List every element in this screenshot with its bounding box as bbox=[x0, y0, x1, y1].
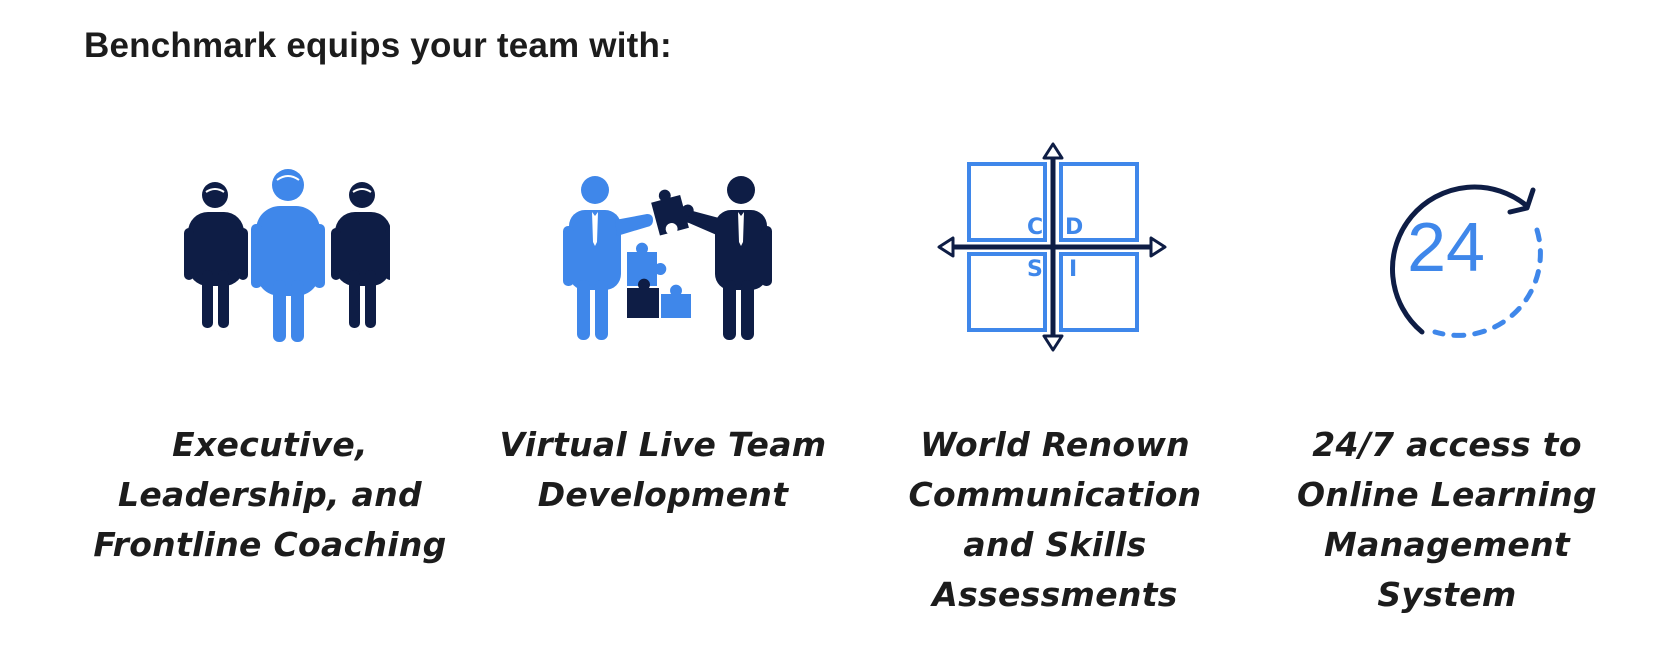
caption-line: 24/7 access to bbox=[1312, 425, 1582, 464]
caption-line: Executive, bbox=[172, 425, 368, 464]
caption-line: Virtual Live Team bbox=[499, 425, 827, 464]
quadrant-letter-s: S bbox=[1027, 257, 1043, 282]
feature-assessments: C D S I World Renown Communication and S… bbox=[859, 140, 1251, 620]
caption-line: Assessments bbox=[932, 575, 1178, 614]
quadrant-letter-i: I bbox=[1069, 257, 1077, 282]
caption-line: Development bbox=[537, 475, 789, 514]
disc-quadrant-icon: C D S I bbox=[935, 140, 1175, 380]
feature-caption: World Renown Communication and Skills As… bbox=[859, 420, 1251, 620]
caption-line: Communication bbox=[908, 475, 1202, 514]
page-heading: Benchmark equips your team with: bbox=[84, 26, 672, 65]
quadrant-letter-d: D bbox=[1065, 215, 1083, 240]
clock-number: 24 bbox=[1407, 208, 1485, 286]
caption-line: System bbox=[1377, 575, 1517, 614]
feature-coaching: Executive, Leadership, and Frontline Coa… bbox=[74, 140, 466, 570]
caption-line: and Skills bbox=[963, 525, 1147, 564]
feature-caption: Virtual Live Team Development bbox=[467, 420, 859, 520]
feature-online-learning: 24 24/7 access to Online Learning Manage… bbox=[1251, 140, 1643, 620]
caption-line: Leadership, and bbox=[118, 475, 422, 514]
feature-caption: Executive, Leadership, and Frontline Coa… bbox=[74, 420, 466, 570]
team-people-icon bbox=[150, 140, 390, 380]
caption-line: Online Learning bbox=[1297, 475, 1597, 514]
quadrant-letter-c: C bbox=[1027, 215, 1043, 240]
caption-line: Management bbox=[1324, 525, 1570, 564]
feature-team-development: Virtual Live Team Development bbox=[467, 140, 859, 520]
puzzle-collaboration-icon bbox=[543, 140, 783, 380]
caption-line: Frontline Coaching bbox=[93, 525, 447, 564]
caption-line: World Renown bbox=[920, 425, 1190, 464]
feature-caption: 24/7 access to Online Learning Managemen… bbox=[1251, 420, 1643, 620]
clock-24-icon: 24 bbox=[1327, 140, 1567, 380]
